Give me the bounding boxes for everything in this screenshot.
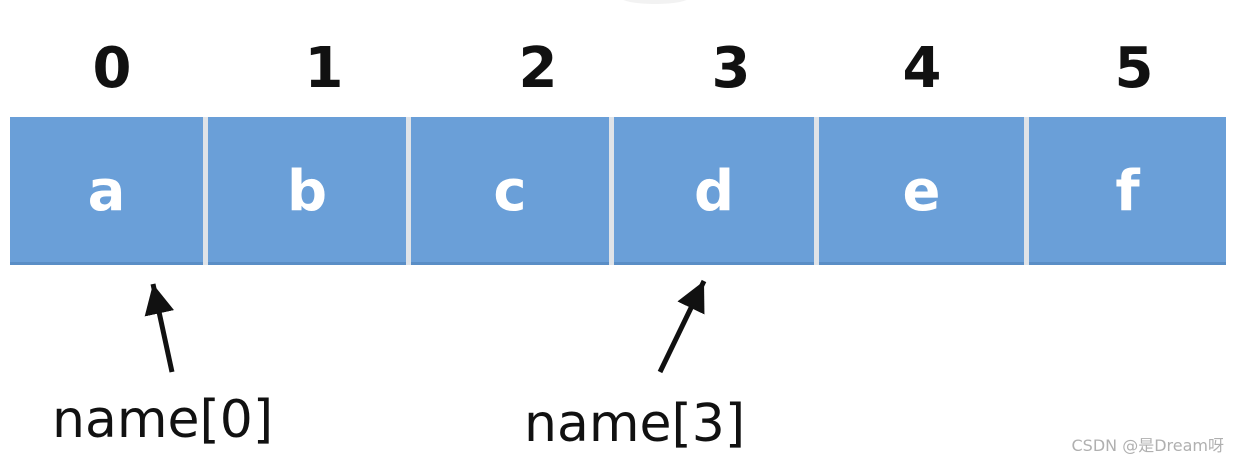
array-cell-5: f — [1029, 117, 1226, 265]
index-label-2: 2 — [518, 36, 558, 101]
index-label-4: 4 — [902, 36, 942, 101]
array-cell-3: d — [614, 117, 819, 265]
index-label-5: 5 — [1114, 36, 1154, 101]
index-label-3: 3 — [711, 36, 751, 101]
pointer-label-name0: name[0] — [52, 390, 274, 450]
array-cell-2: c — [411, 117, 614, 265]
array-cells: a b c d e f — [10, 117, 1226, 265]
pointer-label-name3: name[3] — [524, 394, 746, 454]
array-cell-1: b — [208, 117, 411, 265]
index-label-0: 0 — [92, 36, 132, 101]
watermark: CSDN @是Dream呀 — [1071, 436, 1225, 455]
index-label-1: 1 — [304, 36, 344, 101]
top-edge-artifact — [620, 0, 690, 4]
arrow-to-index-0 — [144, 283, 175, 373]
arrow-to-index-3 — [657, 279, 707, 374]
array-cell-0: a — [10, 117, 208, 265]
array-cell-4: e — [819, 117, 1029, 265]
